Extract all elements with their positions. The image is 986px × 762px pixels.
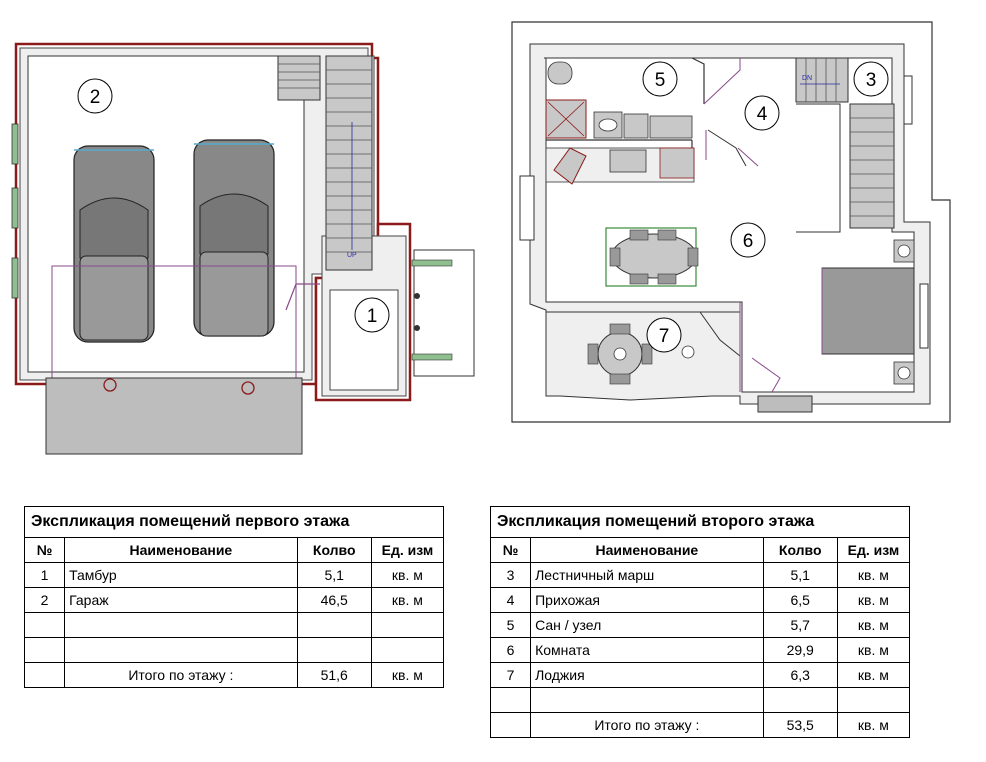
header-num: № (23, 537, 66, 563)
table-row: 7 Лоджия 6,3 кв. м (489, 662, 911, 688)
stair-up-label: UP (347, 252, 357, 259)
table-row (489, 687, 911, 713)
room-label-5: 5 (642, 61, 678, 97)
driveway (45, 377, 303, 455)
room-label-6: 6 (730, 222, 766, 258)
table1-caption: Экспликация помещений первого этажа (24, 506, 444, 538)
bed (821, 239, 915, 385)
svg-text:6: 6 (743, 231, 754, 252)
room-label-7: 7 (646, 317, 682, 353)
table-total-row: Итого по этажу : 53,5 кв. м (489, 712, 911, 738)
table-row: 6 Комната 29,9 кв. м (489, 637, 911, 663)
explication-table-floor1: Экспликация помещений первого этажа № На… (23, 506, 445, 688)
stairs-floor2: DN (795, 57, 895, 229)
table-row: 4 Прихожая 6,5 кв. м (489, 587, 911, 613)
total-label: Итого по этажу : (64, 662, 298, 688)
table-row: 3 Лестничный марш 5,1 кв. м (489, 562, 911, 588)
kitchen-counter (545, 147, 695, 185)
room-label-1: 1 (354, 297, 390, 333)
svg-text:1: 1 (367, 306, 378, 327)
svg-text:7: 7 (659, 326, 670, 347)
total-unit: кв. м (836, 712, 911, 738)
stairs-floor1: UP (277, 55, 373, 271)
table2-caption: Экспликация помещений второго этажа (490, 506, 910, 538)
floor-plans: UP (11, 21, 951, 455)
total-qty: 51,6 (296, 662, 372, 688)
second-floor-plan: DN (511, 21, 951, 423)
table-row: 5 Сан / узел 5,7 кв. м (489, 612, 911, 638)
svg-text:3: 3 (866, 70, 877, 91)
svg-text:5: 5 (655, 70, 666, 91)
table-total-row: Итого по этажу : 51,6 кв. м (23, 662, 445, 688)
total-label: Итого по этажу : (530, 712, 764, 738)
room-label-3: 3 (853, 61, 889, 97)
table-row: 1 Тамбур 5,1 кв. м (23, 562, 445, 588)
header-qty: Колво (296, 537, 372, 563)
first-floor-plan: UP (11, 42, 475, 455)
svg-text:4: 4 (757, 104, 768, 125)
dining-table (605, 227, 699, 287)
header-name: Наименование (64, 537, 298, 563)
svg-text:2: 2 (90, 87, 101, 108)
header-num: № (489, 537, 532, 563)
garage-windows (11, 123, 19, 299)
total-unit: кв. м (370, 662, 445, 688)
table-row (23, 637, 445, 663)
bathroom-fixtures (545, 61, 693, 139)
room-label-4: 4 (744, 95, 780, 131)
table-row (23, 612, 445, 638)
car-left (73, 145, 155, 343)
table-row: 2 Гараж 46,5 кв. м (23, 587, 445, 613)
stair-dn-label: DN (802, 75, 812, 82)
header-unit: Ед. изм (836, 537, 911, 563)
loggia-table (587, 323, 695, 385)
header-name: Наименование (530, 537, 764, 563)
porch (411, 249, 475, 377)
header-qty: Колво (762, 537, 838, 563)
car-right (193, 139, 275, 337)
explication-table-floor2: Экспликация помещений второго этажа № На… (489, 506, 911, 738)
header-unit: Ед. изм (370, 537, 445, 563)
room-label-2: 2 (77, 78, 113, 114)
total-qty: 53,5 (762, 712, 838, 738)
